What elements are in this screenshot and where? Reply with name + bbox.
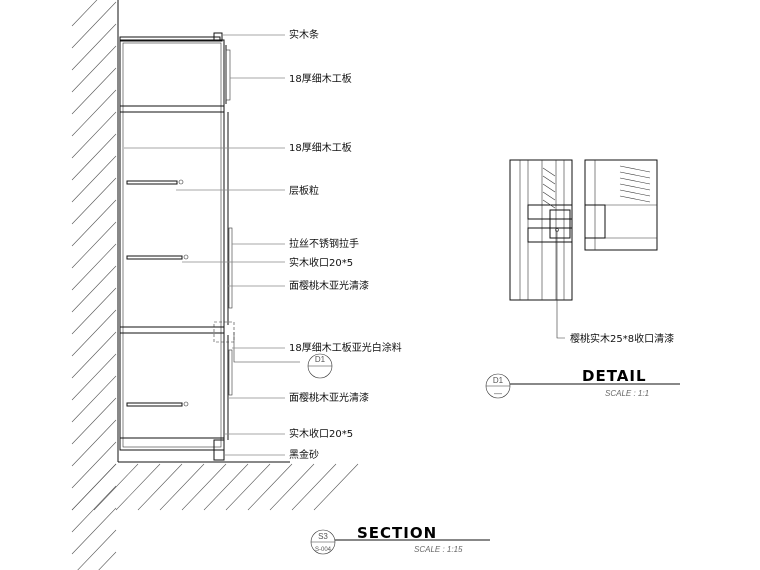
cabinet-section [119,32,300,461]
section-leaders [124,34,285,456]
detail-scale: SCALE : 1:1 [605,389,649,398]
section-labels: 实木条 18厚细木工板 18厚细木工板 层板粒 拉丝不锈钢拉手 实木收口20*5… [289,28,402,461]
detail-title-block: D1 — DETAIL SCALE : 1:1 [485,367,680,399]
label-cherry-matte-lower: 面樱桃木亚光清漆 [289,391,369,404]
detail-drawing [509,159,658,339]
wall-hatch [71,0,359,570]
section-detail-tag: D1 [307,353,333,379]
section-scale: SCALE : 1:15 [414,545,463,554]
label-solid-wood-strip: 实木条 [289,28,319,41]
label-wood-trim-upper: 实木收口20*5 [289,256,353,269]
label-wood-trim-lower: 实木收口20*5 [289,427,353,440]
label-steel-handle: 拉丝不锈钢拉手 [289,237,359,250]
detail-tag-id: D1 [493,376,504,385]
label-blockboard-18-mid: 18厚细木工板 [289,141,352,154]
section-title: SECTION [357,524,437,542]
label-shelf-pin: 层板粒 [289,184,319,197]
section-title-block: S3 S-004 SECTION SCALE : 1:15 [310,524,490,555]
label-blockboard-18-top: 18厚细木工板 [289,72,352,85]
label-black-granite: 黑金砂 [289,448,319,461]
detail-material-label: 樱桃实木25*8收口清漆 [570,332,674,345]
detail-title: DETAIL [582,367,647,385]
label-cherry-matte-upper: 面樱桃木亚光清漆 [289,279,369,292]
detail-tag-sheet: — [494,389,502,398]
section-marker-id: S3 [318,532,328,541]
section-tag-id: D1 [315,355,326,364]
section-marker-sheet: S-004 [315,547,332,553]
label-blockboard-white: 18厚细木工板亚光白涂料 [289,341,402,354]
